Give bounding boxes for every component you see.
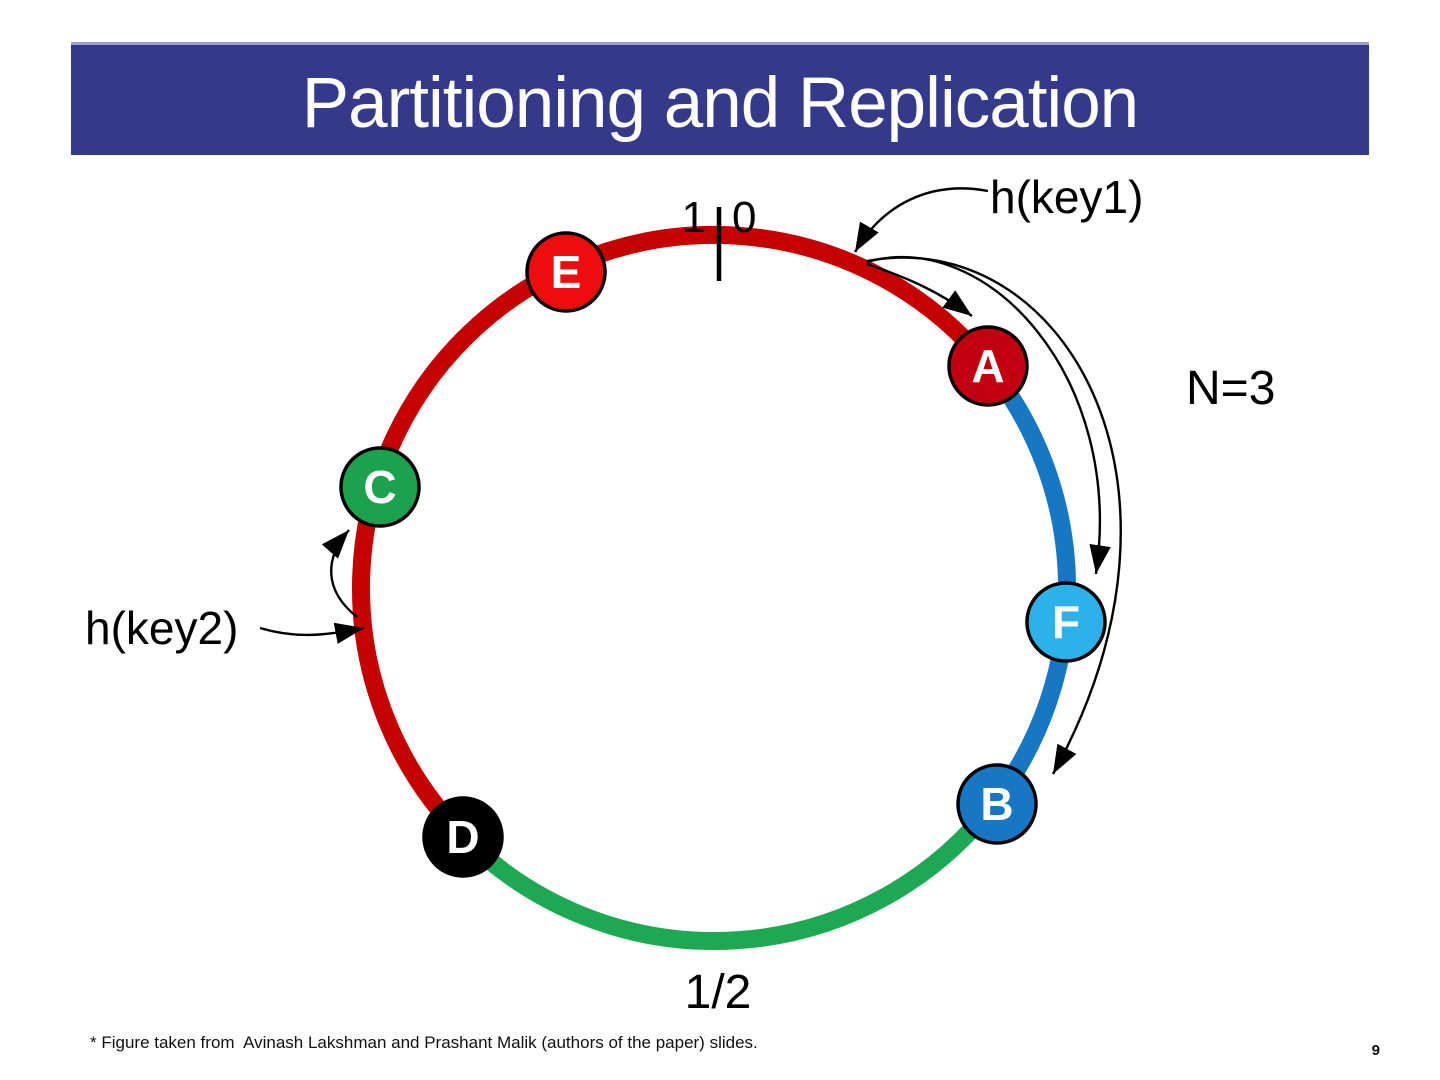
node-a: A — [947, 325, 1029, 407]
ring-to-node-b-arrow — [866, 256, 1122, 775]
node-c-circle — [339, 446, 421, 528]
node-a-circle — [947, 325, 1029, 407]
node-f-circle — [1025, 581, 1107, 663]
hkey1-label: h(key1) — [990, 171, 1143, 223]
node-b-circle — [956, 763, 1038, 845]
node-f-label: F — [1052, 596, 1080, 648]
title-bar: Partitioning and Replication — [71, 42, 1369, 155]
node-e: E — [525, 231, 607, 313]
node-e-circle — [525, 231, 607, 313]
node-c-label: C — [363, 461, 396, 513]
node-d: D — [422, 796, 504, 878]
node-d-label: D — [446, 811, 479, 863]
tick-label-one: 1 — [682, 193, 706, 242]
ring-to-node-a-arrow — [866, 262, 973, 317]
hkey2-to-ring-arrow — [259, 622, 365, 644]
half-position-label: 1/2 — [685, 966, 752, 1019]
page-number: 9 — [1371, 1042, 1380, 1059]
tick-label-zero: 0 — [732, 193, 756, 242]
node-b-label: B — [980, 778, 1013, 830]
ring-arc-green — [457, 796, 1002, 951]
node-b: B — [956, 763, 1038, 845]
node-a-label: A — [971, 340, 1004, 392]
node-c: C — [339, 446, 421, 528]
slide-title: Partitioning and Replication — [301, 63, 1139, 143]
ring-to-node-c-arrow — [321, 529, 358, 618]
replication-factor-label: N=3 — [1186, 362, 1275, 415]
ring-arc-red — [351, 225, 996, 844]
node-d-circle — [422, 796, 504, 878]
node-f: F — [1025, 581, 1107, 663]
footnote: * Figure taken from Avinash Lakshman and… — [90, 1033, 758, 1052]
node-e-label: E — [551, 246, 582, 298]
hkey2-label: h(key2) — [85, 602, 238, 654]
hkey1-to-ring-arrow — [853, 187, 989, 253]
